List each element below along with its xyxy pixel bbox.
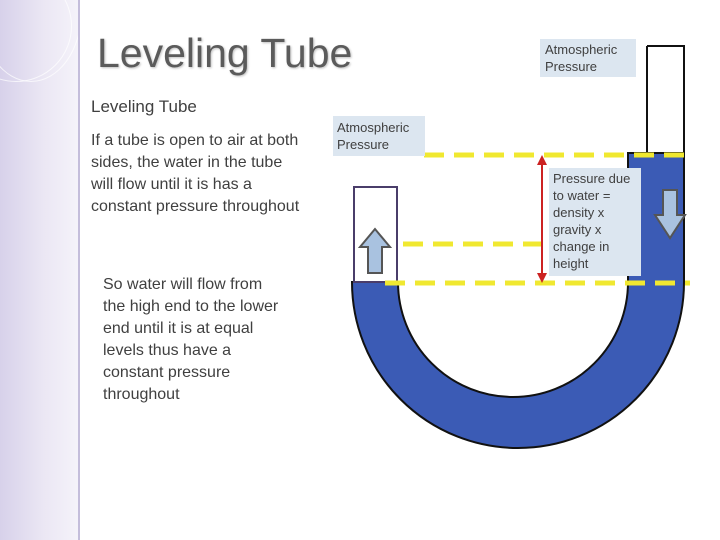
down-arrow-icon — [653, 189, 687, 240]
measure-arrow-top — [537, 155, 547, 165]
right-tube-wall — [647, 45, 685, 155]
measure-arrow-bottom — [537, 273, 547, 283]
section-heading: Leveling Tube — [91, 97, 197, 116]
atmospheric-pressure-label-right: Atmospheric Pressure — [540, 39, 636, 77]
pressure-formula-label: Pressure due to water = density x gravit… — [549, 168, 641, 276]
decorative-side-band — [0, 0, 82, 540]
water-band — [350, 152, 685, 449]
up-arrow-icon — [357, 227, 393, 274]
body-paragraph-2: So water will flow from the high end to … — [103, 276, 279, 403]
slide-title: Leveling Tube — [97, 30, 353, 76]
atmospheric-pressure-label-left: Atmospheric Pressure — [333, 116, 425, 156]
body-paragraph-1: If a tube is open to air at both sides, … — [91, 132, 300, 215]
